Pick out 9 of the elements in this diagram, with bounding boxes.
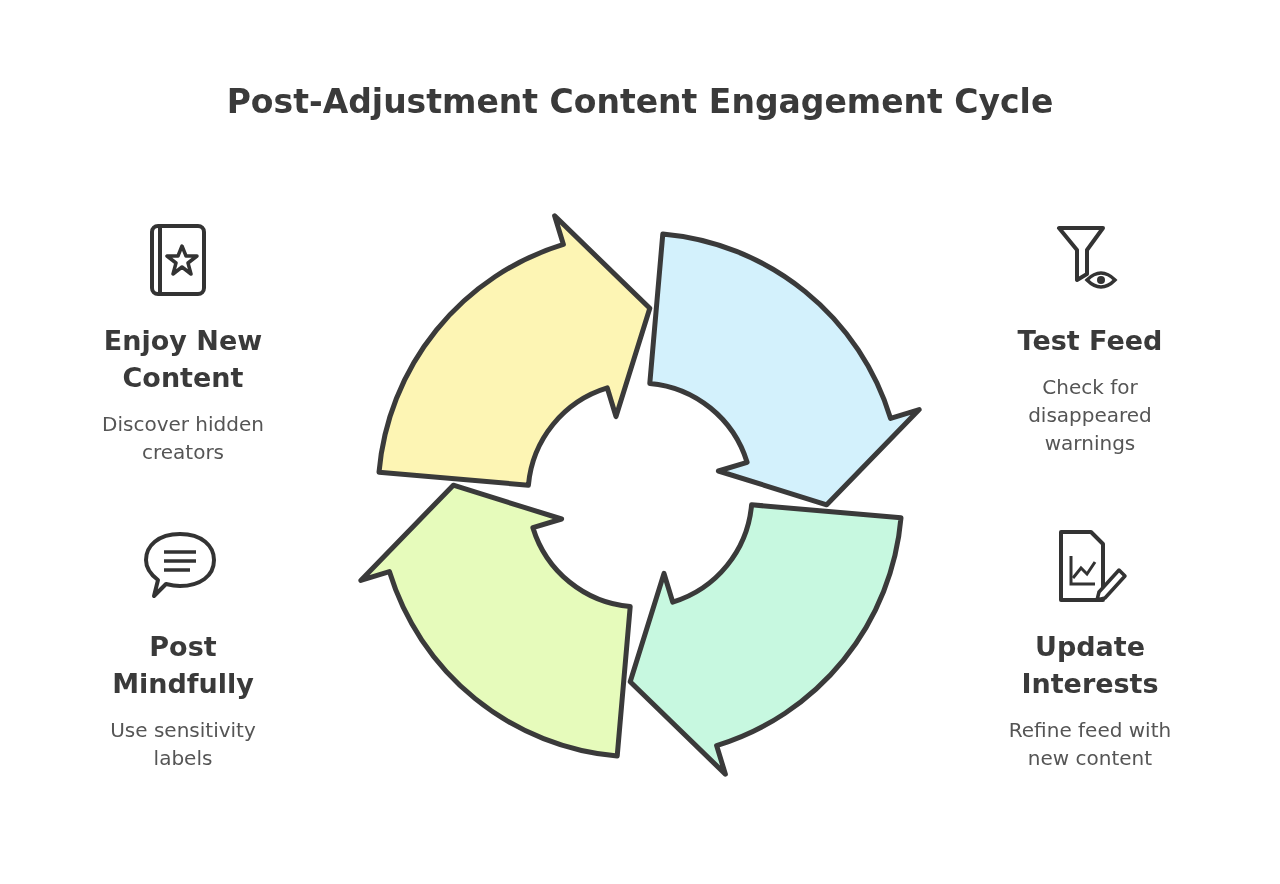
step-heading: Enjoy New Content xyxy=(102,324,264,395)
step-description: Refine feed with new content xyxy=(1007,717,1173,772)
step-heading: Post Mindfully xyxy=(111,630,255,701)
step-description: Check for disappeared warnings xyxy=(1027,374,1153,457)
step-description: Discover hidden creators xyxy=(101,411,265,466)
diagram-title: Post-Adjustment Content Engagement Cycle xyxy=(225,82,1055,121)
step-heading: Test Feed xyxy=(1017,324,1163,358)
step-heading: Update Interests xyxy=(1020,630,1160,701)
step-description: Use sensitivity labels xyxy=(109,717,257,772)
